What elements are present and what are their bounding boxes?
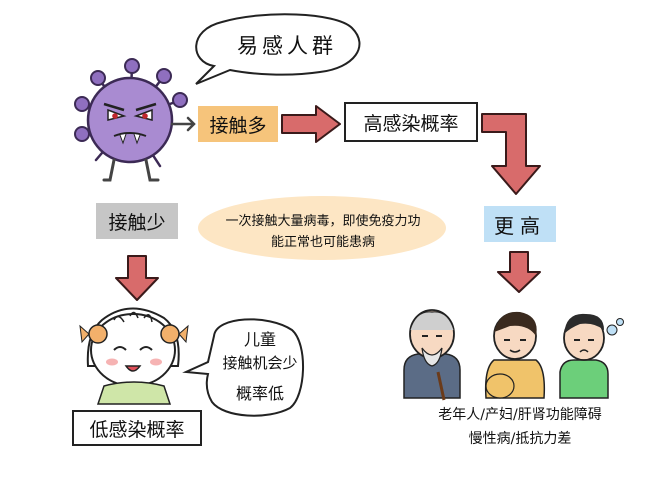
elderly-illustration <box>403 309 461 401</box>
sick-man-illustration <box>559 313 624 399</box>
low-infection-rate-box: 低感染概率 <box>72 410 202 446</box>
arrow-down-icon-right <box>497 251 541 293</box>
title-bubble-text: 易感人群 <box>237 34 337 58</box>
child-bubble-line-1: 儿童 <box>243 330 276 349</box>
child-illustration <box>79 307 189 405</box>
risk-groups-line-1: 老年人/产妇/肝肾功能障碍 <box>438 407 602 423</box>
contact-less-box: 接触少 <box>96 203 178 239</box>
bent-arrow-down-icon <box>481 113 541 195</box>
child-bubble-line-3: 概率低 <box>235 384 284 403</box>
higher-box: 更高 <box>484 206 556 242</box>
pregnant-woman-illustration <box>484 311 546 399</box>
title-bubble-shape <box>195 13 361 85</box>
child-bubble-shape <box>182 318 304 417</box>
arrow-down-icon-left <box>115 255 159 301</box>
arrow-right-icon <box>281 105 341 143</box>
note-line-2: 能正常也可能患病 <box>270 235 375 250</box>
note-line-1: 一次接触大量病毒，即使免疫力功 <box>225 214 421 229</box>
risk-groups-line-2: 慢性病/抵抗力差 <box>468 431 572 447</box>
high-infection-rate-box: 高感染概率 <box>344 102 478 142</box>
child-bubble-line-2: 接触机会少 <box>222 354 298 372</box>
virus-icon <box>74 58 196 182</box>
contact-more-box: 接触多 <box>198 106 278 142</box>
note-ellipse-shape <box>198 196 446 260</box>
